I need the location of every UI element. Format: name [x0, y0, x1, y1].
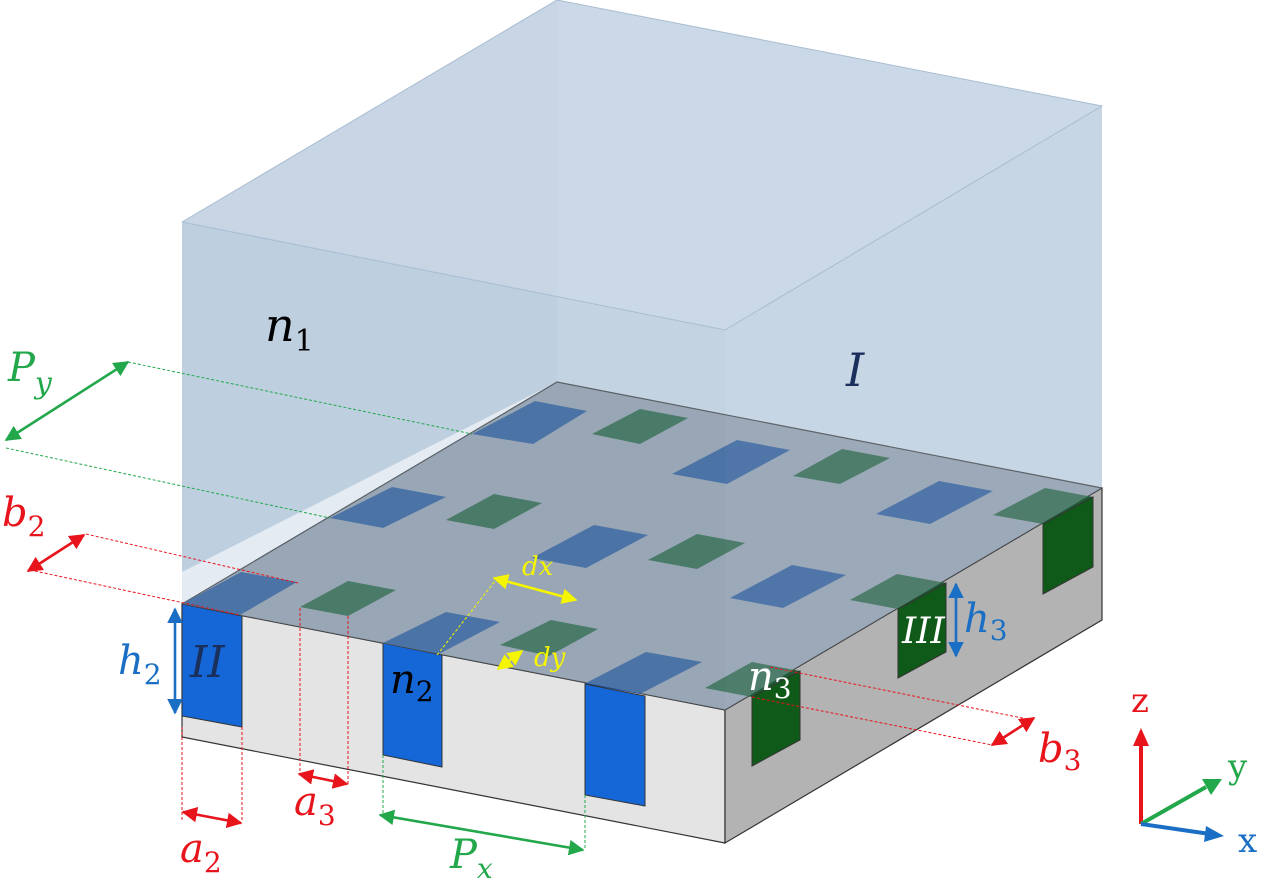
green-opening: [446, 494, 542, 529]
green-opening: [592, 409, 688, 444]
groove-front: [382, 642, 443, 768]
label-region-III: III: [901, 611, 945, 652]
blue-opening: [730, 565, 846, 608]
a2-arrow: [181, 806, 243, 829]
axis-label-z: z: [1131, 681, 1149, 721]
b2-arrow: [26, 533, 86, 573]
green-opening: [993, 488, 1093, 524]
label-a2: a2: [180, 826, 222, 879]
blue-opening: [672, 440, 790, 484]
label-h2: h2: [118, 638, 162, 691]
label-a3: a3: [294, 779, 336, 832]
blue-opening: [876, 481, 993, 524]
y-axis-icon: [1140, 785, 1207, 826]
label-Px: Px: [449, 832, 493, 882]
label-region-II: II: [189, 637, 226, 688]
groove-front: [584, 683, 646, 807]
groove-side: [1042, 496, 1094, 595]
groove-side: [751, 670, 801, 767]
a3-arrow: [297, 769, 349, 789]
label-Py: Py: [7, 345, 53, 401]
blue-opening: [330, 487, 446, 528]
blue-opening: [182, 572, 297, 615]
dy-arrow: [496, 649, 524, 671]
b3-arrow: [990, 716, 1036, 747]
green-opening: [705, 662, 800, 697]
groove-III: [897, 582, 947, 679]
axis-label-x: x: [1238, 821, 1257, 861]
superstrate-front: [181, 0, 1104, 710]
label-n1: n1: [265, 298, 314, 359]
blue-opening: [584, 652, 702, 694]
label-dy: dy: [534, 643, 566, 673]
label-region-I: I: [845, 343, 865, 397]
label-n3: n3: [748, 654, 792, 705]
blue-opening: [383, 612, 500, 655]
grating-grooves: [181, 496, 1094, 807]
label-dx: dx: [522, 552, 554, 582]
green-opening: [850, 574, 946, 609]
coordinate-axes: z y x: [1131, 681, 1257, 861]
green-opening: [500, 620, 598, 656]
Px-arrow: [378, 809, 585, 856]
Py-arrow: [4, 360, 130, 442]
x-axis-icon: [1140, 822, 1211, 836]
label-h3: h3: [964, 596, 1008, 647]
label-b3: b3: [1038, 726, 1081, 777]
green-opening: [793, 449, 890, 484]
blue-opening: [472, 401, 587, 444]
blue-opening: [532, 525, 648, 568]
green-opening: [648, 534, 745, 569]
dx-arrow: [492, 574, 578, 604]
label-n2: n2: [390, 657, 434, 708]
guide-lines: [5, 361, 1033, 850]
dimension-arrows: [4, 360, 1036, 856]
axis-label-y: y: [1227, 747, 1248, 787]
grating-top-openings: [182, 401, 1093, 697]
green-opening: [300, 581, 396, 616]
label-b2: b2: [2, 490, 45, 543]
